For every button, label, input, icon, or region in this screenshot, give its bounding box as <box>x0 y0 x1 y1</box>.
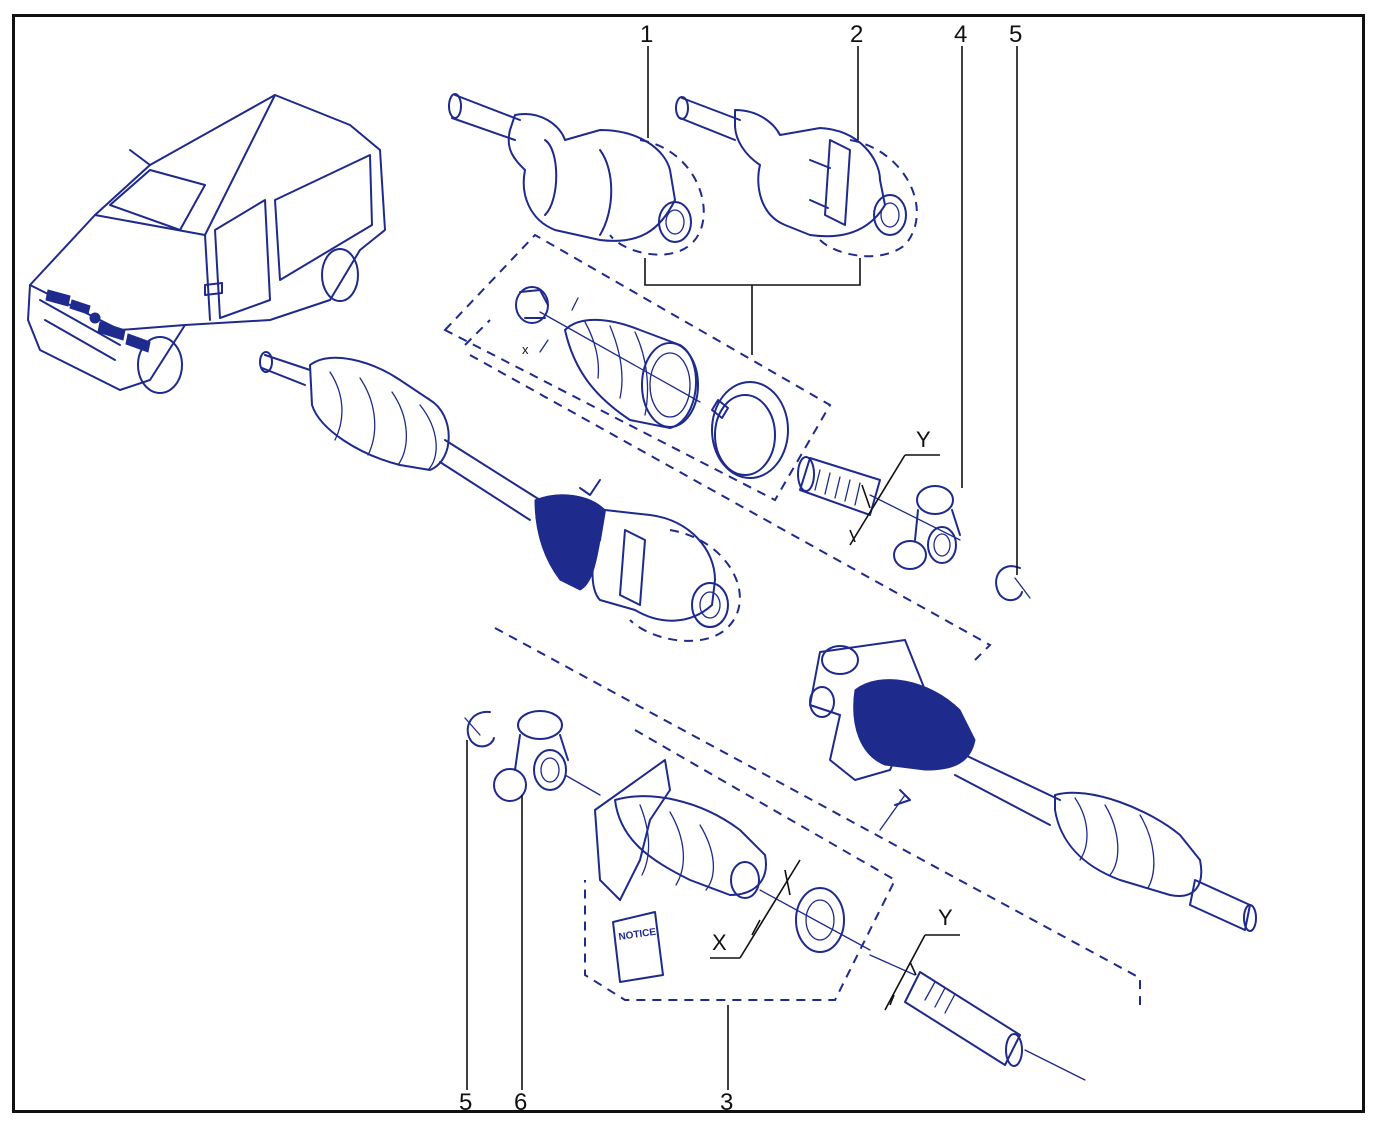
diagram-frame <box>12 14 1365 1113</box>
dimension-letter-y-upper: Y <box>916 427 931 452</box>
callout-3: 3 <box>720 1089 733 1116</box>
callout-1: 1 <box>640 21 653 48</box>
van-illustration <box>27 94 386 394</box>
highlighted-shafts <box>45 289 151 353</box>
boot-repair-kit: x <box>443 233 832 502</box>
dimension-letter-x-lower: X <box>712 930 727 955</box>
callout-leaders <box>466 46 1018 1090</box>
tripod-joint-6 <box>493 710 601 802</box>
dimension-letter-y-lower: Y <box>938 905 953 930</box>
callout-6: 6 <box>514 1089 527 1116</box>
joint-variant-1 <box>448 93 705 256</box>
callout-4: 4 <box>954 21 967 48</box>
dimension-letter-x-small: x <box>522 342 529 357</box>
shaft-end-upper: Y <box>797 427 961 546</box>
driveshaft-assembly-main <box>259 351 741 642</box>
callout-5-bottom: 5 <box>459 1089 472 1116</box>
tripod-joint-4 <box>893 485 961 570</box>
notice-leaflet-text: NOTICE <box>618 927 657 943</box>
callout-2: 2 <box>850 21 863 48</box>
circlip-5-lower <box>464 710 495 748</box>
circlip-5-upper <box>995 565 1031 602</box>
joint-variant-2 <box>675 96 918 258</box>
boot-repair-kit-lower: X NOTICE <box>584 729 897 1001</box>
notice-leaflet: NOTICE <box>612 911 664 983</box>
driveshaft-assembly-lower <box>809 639 1257 932</box>
shaft-end-lower: Y <box>869 905 1086 1081</box>
callout-5-top: 5 <box>1009 21 1022 48</box>
